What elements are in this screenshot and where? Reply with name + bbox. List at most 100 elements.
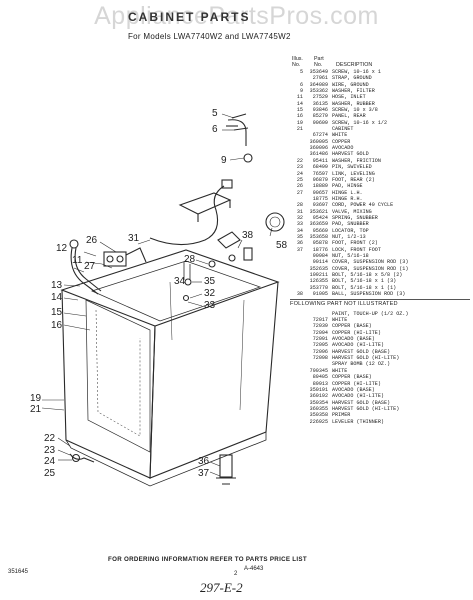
part-description: WHITE: [332, 132, 348, 139]
callout-14: 14: [51, 292, 63, 303]
illus-no: 31: [296, 208, 303, 215]
part-no: 27529: [312, 94, 328, 101]
callout-16: 16: [51, 320, 63, 331]
part-description: BOLT, 5/16-18 x 1 (3): [332, 278, 397, 285]
illus-no: 33: [296, 221, 303, 228]
part-no: 353649: [309, 69, 328, 75]
callout-38: 38: [242, 230, 254, 241]
part-description: SPRAY BOMB (12 OZ.): [332, 361, 391, 368]
part-description: HARVEST GOLD (BASE): [332, 399, 391, 406]
illus-no: 38: [296, 291, 303, 298]
part-description: SPRING, SNUBBER: [332, 214, 378, 221]
part-no: 67274: [312, 132, 328, 139]
part-no: 790345: [309, 367, 328, 374]
part-no: 85279: [312, 113, 328, 120]
part-description: PRIMER: [332, 412, 351, 419]
part-no: 89405: [312, 374, 328, 381]
part-no: 352635: [309, 265, 328, 272]
parts-row: 90114 COVER, SUSPENSION ROD (3): [292, 259, 470, 265]
part-no: 90609: [312, 119, 328, 126]
header-part-no: No.: [314, 62, 323, 68]
part-description: COPPER (HI-LITE): [332, 380, 381, 387]
figure-code: A-4643: [244, 566, 264, 572]
part-no: 90657: [312, 189, 328, 196]
rear-foot: [69, 453, 95, 463]
part-no: 93846: [312, 107, 328, 114]
parts-row: PAINT, TOUCH-UP (1/2 OZ.): [292, 311, 470, 317]
part-no: 95411: [312, 157, 328, 164]
callout-24: 24: [44, 456, 56, 467]
header-illus: Illus.: [292, 56, 303, 62]
part-description: SCREW, 10 x 3/8: [332, 107, 378, 114]
part-no: 350354: [309, 399, 328, 406]
part-no: 350358: [309, 412, 328, 419]
parts-row: 67274 WHITE: [292, 132, 470, 138]
callout-5: 5: [212, 108, 218, 119]
part-no: 353362: [309, 88, 328, 95]
callout-15: 15: [51, 307, 63, 318]
callout-27: 27: [84, 261, 96, 272]
part-description: PAINT, TOUCH-UP (1/2 OZ.): [332, 310, 409, 317]
part-description: CABINET: [332, 126, 354, 133]
hinge: [178, 192, 241, 249]
part-no: 76597: [312, 170, 328, 177]
part-no: 361486: [309, 151, 328, 158]
illus-no: 35: [296, 233, 303, 240]
mixing-valve: [103, 247, 147, 267]
part-description: VALVE, MIXING: [332, 208, 372, 215]
illus-no: 14: [296, 100, 303, 107]
part-description: PIN, SWIVELED: [332, 164, 372, 171]
callout-22: 22: [44, 433, 56, 444]
ground-wire: [226, 119, 253, 163]
part-description: BALL, SUSPENSION ROD (3): [332, 291, 406, 298]
part-description: HARVEST GOLD (BASE): [332, 348, 391, 355]
illus-no: 34: [296, 227, 303, 234]
illus-no: 11: [296, 94, 303, 101]
part-no: 96879: [312, 176, 328, 183]
part-no: 353658: [309, 233, 328, 240]
callout-37: 37: [198, 468, 210, 479]
illus-no: 32: [296, 214, 303, 221]
part-no: 89913: [312, 380, 328, 387]
part-description: NUT, 1/2-13: [332, 233, 366, 240]
part-no: 95878: [312, 240, 328, 247]
screws: [182, 113, 249, 302]
part-no: 36135: [312, 100, 328, 107]
illus-no: 27: [296, 189, 303, 196]
parts-row: 350358 PRIMER: [292, 412, 470, 418]
part-no: 90114: [312, 259, 328, 266]
part-description: WASHER, FRICTION: [332, 157, 381, 164]
part-description: PAD, SNUBBER: [332, 221, 369, 228]
illus-no: 5: [299, 69, 303, 75]
part-description: PANEL, REAR: [332, 113, 366, 120]
part-no: 72095: [312, 342, 328, 349]
callout-36: 36: [198, 456, 210, 467]
part-no: 363659: [309, 221, 328, 228]
parts-row: 89913 COPPER (HI-LITE): [292, 381, 470, 387]
part-description: COVER, SUSPENSION ROD (3): [332, 259, 409, 266]
part-description: LEVELER (THINNER): [332, 418, 384, 425]
callout-34: 34: [174, 276, 186, 287]
part-description: NUT, 5/16-18: [332, 252, 369, 259]
inlet-hose: [69, 239, 102, 295]
part-no: 360355: [309, 405, 328, 412]
header-part: Part: [314, 56, 324, 62]
document-number: 351645: [8, 569, 29, 575]
